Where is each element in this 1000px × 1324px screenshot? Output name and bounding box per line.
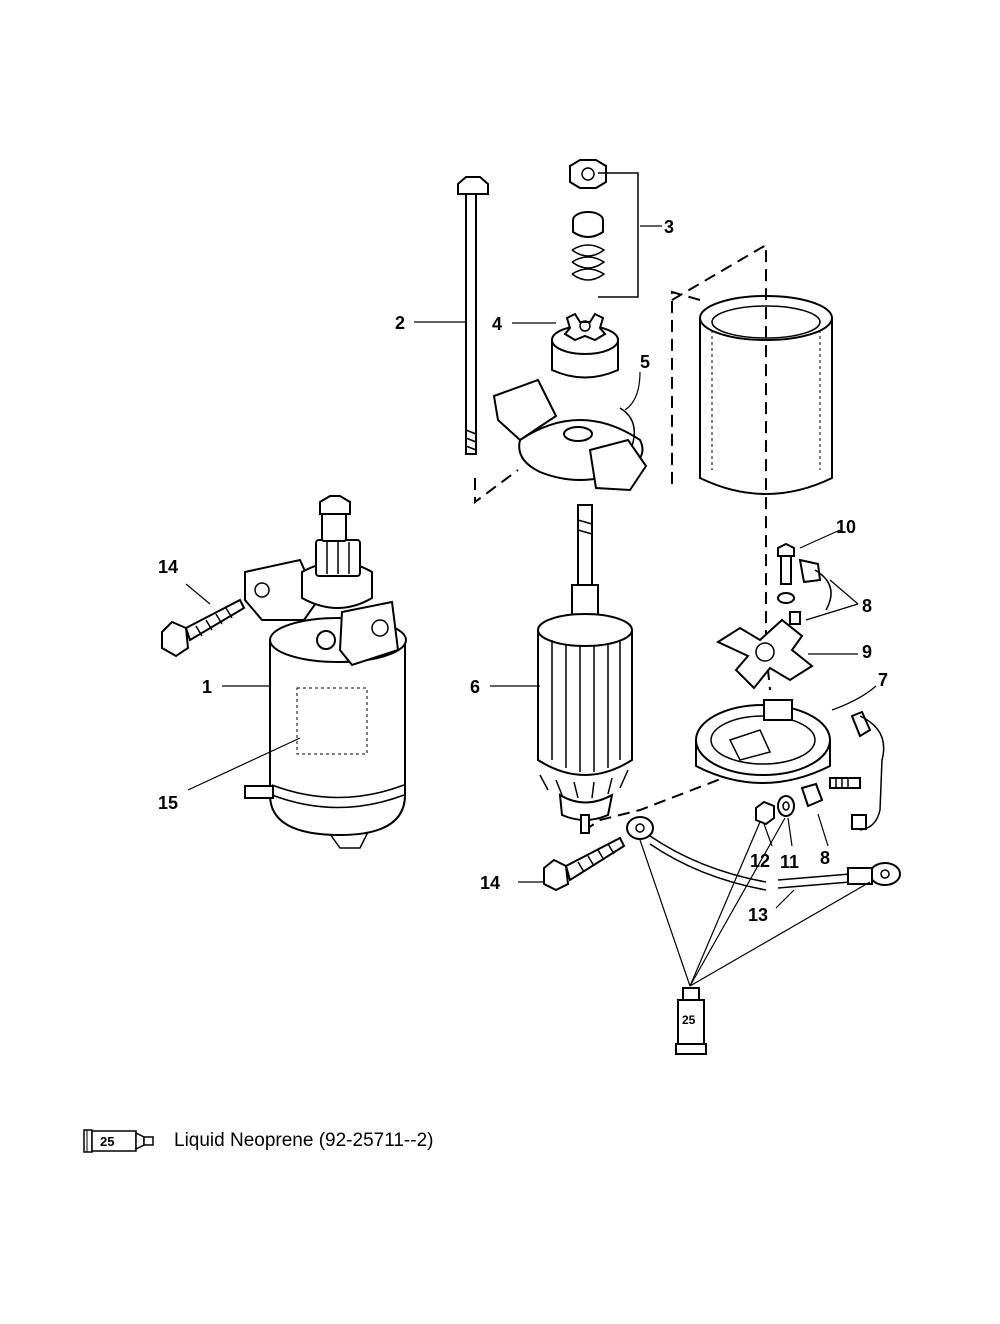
callout-8-lower: 8: [820, 848, 830, 868]
sealant-tube-icon: 25: [83, 1129, 154, 1153]
callout-5: 5: [640, 352, 650, 372]
sealant-legend: 25 Liquid Neoprene (92-25711--2): [82, 1126, 433, 1156]
mounting-bolt-upper: [161, 598, 246, 658]
alignment-path: [474, 243, 771, 831]
callout-8-upper: 8: [862, 596, 872, 616]
callout-leaders: [185, 225, 877, 909]
sealant-application-leaders: [639, 817, 871, 987]
armature: [537, 504, 633, 834]
drive-pinion-gear: [551, 312, 619, 379]
pinion-hardware-stack: [569, 159, 639, 298]
callout-14-upper: 14: [158, 557, 178, 577]
callout-13: 13: [748, 905, 768, 925]
callout-10: 10: [836, 517, 856, 537]
callout-7: 7: [878, 670, 888, 690]
legend-text: Liquid Neoprene (92-25711--2): [174, 1130, 434, 1151]
starter-motor-assembly: [244, 495, 407, 849]
terminal-nut-and-washer: [755, 777, 861, 826]
callout-3: 3: [664, 217, 674, 237]
callout-6: 6: [470, 677, 480, 697]
callout-2: 2: [395, 313, 405, 333]
label-area-outline: [296, 687, 368, 755]
commutator-end-cap: [695, 699, 831, 784]
callout-9: 9: [862, 642, 872, 662]
liquid-neoprene-tube: 25: [675, 987, 707, 1055]
callout-4: 4: [492, 314, 502, 334]
through-bolt: [457, 176, 489, 455]
callout-15: 15: [158, 793, 178, 813]
ground-cable: [626, 816, 901, 891]
legend-icon-number: 25: [100, 1134, 114, 1149]
tube-number-label: 25: [682, 1013, 696, 1027]
brush-and-spring-set: [777, 542, 885, 831]
callout-14-lower: 14: [480, 873, 500, 893]
brush-holder: [715, 618, 814, 690]
mounting-bolt-lower: [543, 836, 626, 892]
callout-12: 12: [750, 851, 770, 871]
callout-11: 11: [780, 852, 799, 872]
callout-1: 1: [202, 677, 212, 697]
drive-end-frame: [492, 378, 648, 492]
